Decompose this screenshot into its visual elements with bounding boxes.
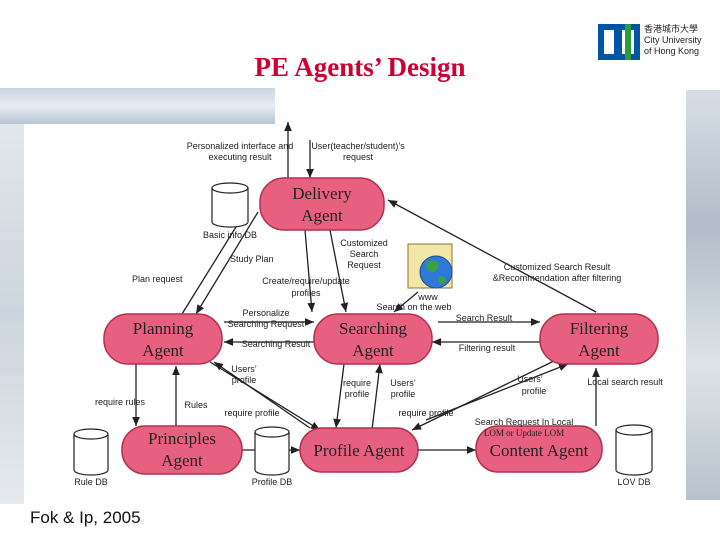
arrow xyxy=(387,199,597,313)
label-users-profile-3a: Users’ xyxy=(517,374,543,384)
arrow xyxy=(371,363,383,431)
profile-db-label: Profile DB xyxy=(252,477,293,487)
label-personalized-interface-2: executing result xyxy=(208,152,272,162)
lov-db-label: LOV DB xyxy=(617,477,650,487)
arrow xyxy=(195,211,259,315)
arrow xyxy=(333,363,345,429)
label-customized-search-request-2: Search xyxy=(350,249,379,259)
label-personalize-request-1: Personalize xyxy=(242,308,289,318)
label-local-search-result: Local search result xyxy=(587,377,663,387)
lov-db-icon: LOV DB xyxy=(615,424,653,487)
arrow xyxy=(209,361,321,431)
arrow xyxy=(411,359,557,431)
label-filtering-result: Filtering result xyxy=(459,343,516,353)
label-customized-search-request-1: Customized xyxy=(340,238,388,248)
basic-info-db-label: Basic info DB xyxy=(203,230,257,240)
label-create-profiles-2: profiles xyxy=(291,288,321,298)
right-photo-strip xyxy=(686,90,720,500)
label-users-profile-2a: Users’ xyxy=(390,378,416,388)
arrow xyxy=(393,291,419,313)
principles-agent-line1: Principles xyxy=(148,429,216,448)
arrow xyxy=(181,213,245,315)
university-name-line2: City University xyxy=(644,35,702,45)
label-search-request-local-1: Search Request In Local xyxy=(475,417,574,427)
university-name-chinese: 香港城市大學 xyxy=(644,24,699,34)
profile-agent: Profile Agent xyxy=(299,427,419,473)
delivery-agent-line1: Delivery xyxy=(292,184,352,203)
label-require-profile-2: require profile xyxy=(224,408,279,418)
label-search-on-web: Search on the web xyxy=(376,302,451,312)
arrow xyxy=(329,229,349,313)
label-users-profile-3b: profile xyxy=(522,386,547,396)
label-plan-request: Plan request xyxy=(132,274,183,284)
label-rules: Rules xyxy=(184,400,208,410)
principles-agent-line2: Agent xyxy=(161,451,203,470)
planning-agent-line1: Planning xyxy=(133,319,194,338)
rule-db-label: Rule DB xyxy=(74,477,108,487)
basic-info-db-icon: Basic info DB xyxy=(203,182,257,240)
label-users-profile-2b: profile xyxy=(391,389,416,399)
label-customized-search-request-3: Request xyxy=(347,260,381,270)
university-name: 香港城市大學 City University of Hong Kong xyxy=(644,24,702,57)
footer-citation: Fok & Ip, 2005 xyxy=(30,508,141,527)
label-study-plan: Study Plan xyxy=(230,254,274,264)
filtering-agent-line2: Agent xyxy=(578,341,620,360)
label-searching-result: Searching Result xyxy=(242,339,311,349)
label-user-request-2: request xyxy=(343,152,374,162)
profile-agent-label: Profile Agent xyxy=(313,441,404,460)
label-user-request-1: User(teacher/student)’s xyxy=(311,141,405,151)
www-globe-icon: www xyxy=(407,243,453,302)
left-photo-strip xyxy=(0,124,24,504)
label-personalized-interface-1: Personalized interface and xyxy=(187,141,294,151)
principles-agent: Principles Agent xyxy=(121,425,243,475)
delivery-agent-line2: Agent xyxy=(301,206,343,225)
content-agent-label: Content Agent xyxy=(490,441,589,460)
label-create-profiles-1: Create/require/update xyxy=(262,276,350,286)
label-require-profile-1a: require xyxy=(343,378,371,388)
edge-labels: Personalized interface and executing res… xyxy=(95,141,663,438)
cityu-logo-icon xyxy=(598,24,640,60)
label-users-profile-1a: Users’ xyxy=(231,364,257,374)
connector-arrows xyxy=(132,122,600,454)
label-personalize-request-2: Searching Request xyxy=(228,319,305,329)
label-customized-search-result-1: Customized Search Result xyxy=(504,262,611,272)
searching-agent-line2: Agent xyxy=(352,341,394,360)
searching-agent-line1: Searching xyxy=(339,319,407,338)
profile-db-icon: Profile DB xyxy=(252,426,293,487)
label-require-rules: require rules xyxy=(95,397,146,407)
label-require-profile-3: require profile xyxy=(398,408,453,418)
rule-db-icon: Rule DB xyxy=(73,428,109,487)
label-search-result: Search Result xyxy=(456,313,513,323)
label-search-request-local-2: LOM or Update LOM xyxy=(484,428,564,438)
arrow xyxy=(304,229,316,313)
label-users-profile-1b: profile xyxy=(232,375,257,385)
www-label: www xyxy=(417,292,438,302)
searching-agent: Searching Agent xyxy=(313,313,433,365)
slide-title: PE Agents’ Design xyxy=(254,52,466,82)
content-agent: Content Agent xyxy=(475,425,603,473)
filtering-agent-line1: Filtering xyxy=(570,319,629,338)
label-require-profile-1b: profile xyxy=(345,389,370,399)
university-name-line3: of Hong Kong xyxy=(644,46,700,56)
arrow xyxy=(425,363,569,421)
filtering-agent: Filtering Agent xyxy=(539,313,659,365)
planning-agent-line2: Agent xyxy=(142,341,184,360)
planning-agent: Planning Agent xyxy=(103,313,223,365)
header-photo-strip xyxy=(0,88,275,124)
arrow xyxy=(213,361,311,429)
label-customized-search-result-2: &Recommendation after filtering xyxy=(493,273,622,283)
delivery-agent: Delivery Agent xyxy=(259,177,385,231)
